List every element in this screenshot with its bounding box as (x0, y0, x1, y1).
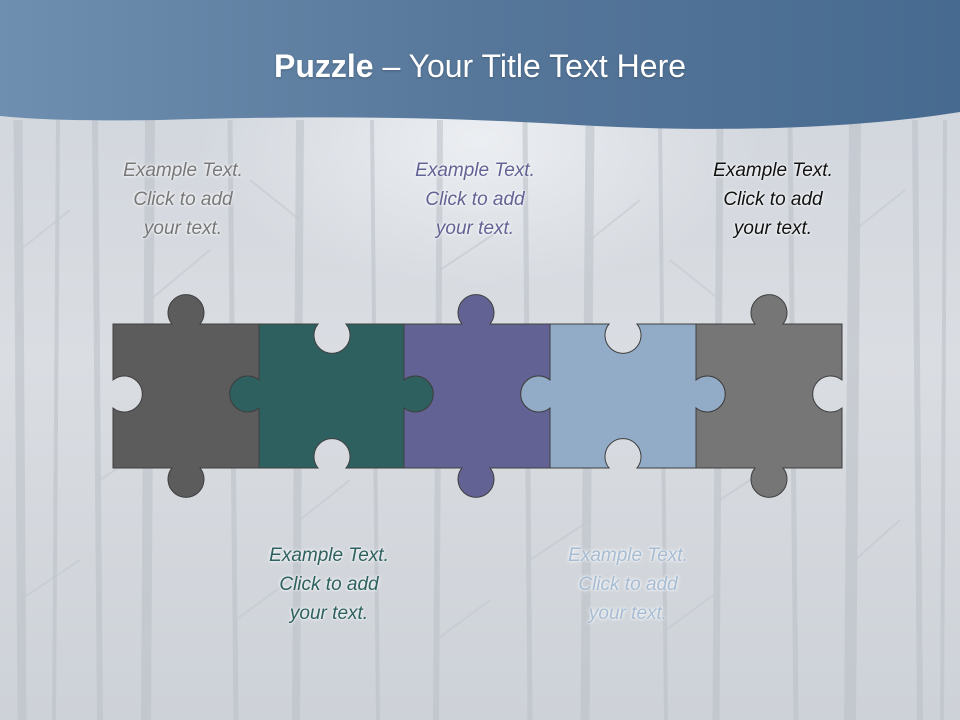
caption-line: Click to add (133, 189, 233, 210)
page-title[interactable]: Puzzle – Your Title Text Here (0, 48, 960, 85)
caption-line: Click to add (578, 574, 678, 595)
puzzle-piece-2[interactable] (229, 323, 434, 469)
caption-line: your text. (435, 218, 515, 239)
caption-line: Click to add (425, 189, 525, 210)
caption-line: Example Text. (713, 160, 833, 181)
caption-piece-5[interactable]: Example Text. Click to add your text. (673, 156, 873, 243)
caption-piece-4[interactable]: Example Text. Click to add your text. (528, 541, 728, 628)
title-bold: Puzzle (273, 48, 374, 84)
caption-line: Example Text. (269, 545, 389, 566)
caption-line: Example Text. (123, 160, 243, 181)
title-rest: – Your Title Text Here (373, 48, 687, 84)
caption-line: Click to add (279, 574, 379, 595)
caption-line: Example Text. (568, 545, 688, 566)
caption-piece-1[interactable]: Example Text. Click to add your text. (83, 156, 283, 243)
caption-line: Click to add (723, 189, 823, 210)
caption-line: Example Text. (415, 160, 535, 181)
caption-line: your text. (733, 218, 813, 239)
caption-line: your text. (143, 218, 223, 239)
caption-line: your text. (588, 603, 668, 624)
puzzle-piece-4[interactable] (520, 323, 726, 469)
caption-piece-3[interactable]: Example Text. Click to add your text. (375, 156, 575, 243)
puzzle-piece-5[interactable] (695, 294, 843, 498)
caption-piece-2[interactable]: Example Text. Click to add your text. (229, 541, 429, 628)
caption-line: your text. (289, 603, 369, 624)
